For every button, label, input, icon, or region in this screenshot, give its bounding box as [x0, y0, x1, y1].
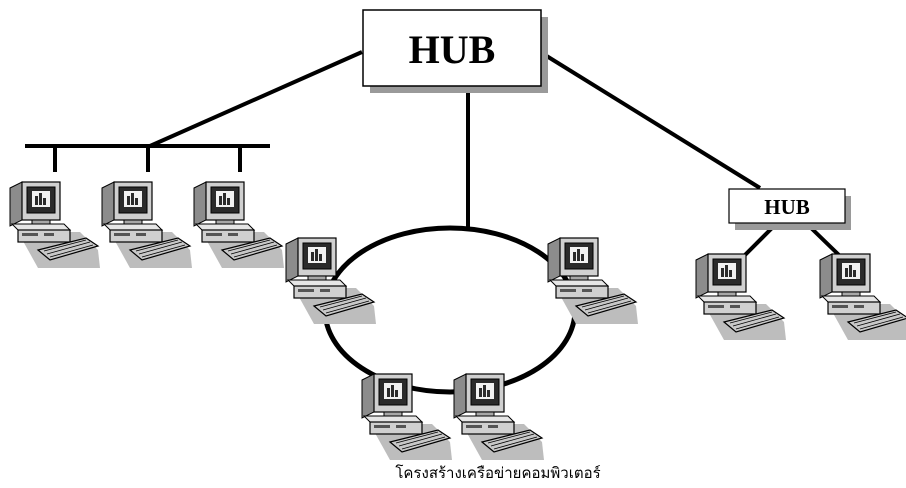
- small-hub-box: HUB: [728, 188, 851, 230]
- desktop-computer-icon: [695, 253, 787, 341]
- main-hub-label: HUB: [409, 27, 496, 72]
- desktop-computer-icon: [453, 373, 545, 461]
- link-hub-to-bus: [149, 50, 363, 148]
- desktop-computer-icon: [361, 373, 453, 461]
- desktop-computer-icon: [101, 181, 193, 269]
- main-hub-box: HUB: [362, 9, 548, 93]
- star-link: [806, 223, 842, 258]
- small-hub-label: HUB: [764, 195, 810, 219]
- desktop-computer-icon: [9, 181, 101, 269]
- diagram-caption: โครงสร้างเครือข่ายคอมพิวเตอร์: [395, 464, 600, 482]
- link-hub-to-small-hub: [543, 53, 762, 190]
- desktop-computer-icon: [547, 237, 639, 325]
- star-link: [740, 223, 777, 260]
- desktop-computer-icon: [819, 253, 906, 341]
- desktop-computer-icon: [193, 181, 285, 269]
